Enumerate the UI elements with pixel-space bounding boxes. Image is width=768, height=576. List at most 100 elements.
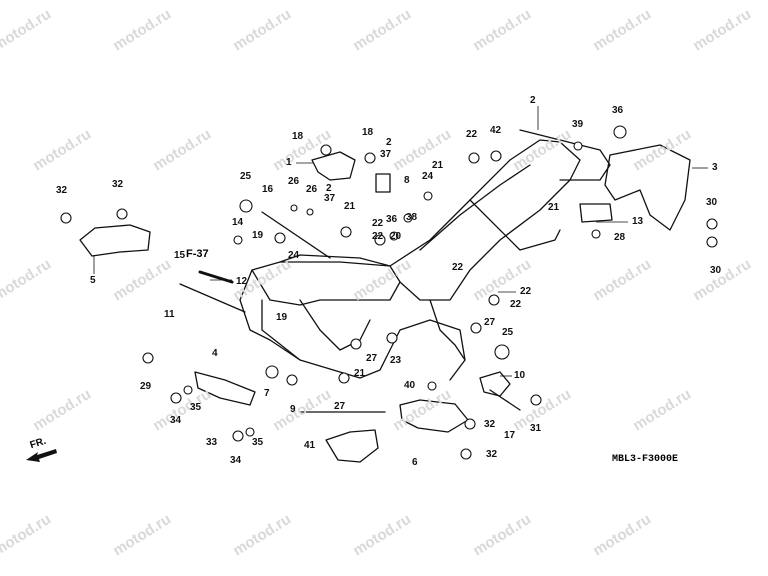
nut-27c	[338, 372, 350, 384]
bracket-41	[325, 429, 379, 463]
callout-label: 22	[520, 286, 532, 297]
bolt-26a	[290, 204, 298, 212]
callout-label: 10	[514, 370, 526, 381]
callout-label: 9	[290, 404, 296, 415]
callout-label: 24	[288, 250, 300, 261]
collar-7	[265, 365, 279, 379]
bolt-26b	[306, 208, 314, 216]
callout-label: 2	[530, 95, 536, 106]
callout-label: 27	[334, 401, 346, 412]
callout-label: 36	[612, 105, 624, 116]
subframe	[519, 129, 611, 181]
callout-label: 4	[212, 348, 218, 359]
callout-label: 26	[288, 176, 300, 187]
bolt-38	[403, 213, 413, 223]
frame-brace	[469, 199, 561, 251]
nut-19	[274, 232, 286, 244]
bolt-18b	[364, 152, 376, 164]
frame-down-tube	[239, 269, 301, 361]
callout-label: 35	[252, 437, 264, 448]
callout-label: 14	[232, 217, 244, 228]
bolt-29	[142, 352, 154, 364]
mount-13	[579, 203, 613, 223]
callout-label: 38	[406, 212, 418, 223]
collar-8	[375, 173, 391, 193]
callout-label: 23	[390, 355, 402, 366]
callout-label: 20	[390, 231, 402, 242]
callout-label: 19	[252, 230, 264, 241]
callout-label: 32	[112, 179, 124, 190]
frame-rear-spar	[389, 139, 581, 301]
nut-27b	[350, 338, 362, 350]
nut-40	[427, 381, 437, 391]
callout-label: 8	[404, 175, 410, 186]
bracket-10	[479, 371, 511, 397]
callout-label: 2	[326, 183, 332, 194]
bolt-32a	[60, 212, 72, 224]
bolt-25	[239, 199, 253, 213]
callout-label: 16	[262, 184, 274, 195]
plug-25	[494, 344, 510, 360]
callout-label: 26	[306, 184, 318, 195]
bracket-1	[311, 151, 356, 181]
callout-label: 40	[404, 380, 416, 391]
bracket-6	[399, 399, 469, 433]
nut-22a	[468, 152, 480, 164]
reference-label: F-37	[186, 248, 209, 260]
rod-12	[198, 270, 234, 284]
callout-label: 34	[230, 455, 242, 466]
callout-label: 21	[344, 201, 356, 212]
frame-left-spar	[251, 261, 401, 306]
callout-label: 18	[292, 131, 304, 142]
callout-label: 36	[386, 214, 398, 225]
callout-label: 31	[530, 423, 542, 434]
nut-32d	[460, 448, 472, 460]
nut-27a	[470, 322, 482, 334]
collar-9	[286, 374, 298, 386]
callout-label: 22	[466, 129, 478, 140]
callout-label: 34	[170, 415, 182, 426]
callout-label: 11	[164, 309, 175, 320]
callout-label: 32	[486, 449, 498, 460]
nut-32c	[464, 418, 476, 430]
callout-label: 7	[264, 388, 270, 399]
callout-label: 32	[484, 419, 496, 430]
callout-label: 15	[174, 250, 186, 261]
bolt-30b	[706, 236, 718, 248]
nut-21	[340, 226, 352, 238]
callout-label: 25	[240, 171, 252, 182]
callout-label: 13	[632, 216, 644, 227]
diagram-code: MBL3-F3000E	[612, 454, 679, 465]
callout-label: 33	[206, 437, 218, 448]
bolt-17	[489, 389, 521, 411]
callout-label: 22	[452, 262, 464, 273]
callout-label: 24	[422, 171, 434, 182]
callout-label: 21	[432, 160, 444, 171]
callout-label: 22	[510, 299, 522, 310]
callout-label: 35	[190, 402, 202, 413]
callout-label: 27	[366, 353, 378, 364]
frame-pivot	[429, 299, 466, 361]
nut-24	[423, 191, 433, 201]
bolt-15	[179, 283, 246, 313]
callout-label: 25	[502, 327, 514, 338]
seat-bracket	[604, 144, 691, 231]
callout-label: 21	[548, 202, 560, 213]
bolt-16	[261, 211, 331, 259]
callout-label: 39	[572, 119, 584, 130]
bolt-35a	[183, 385, 193, 395]
bolt-39	[573, 141, 583, 151]
callout-label: 27	[484, 317, 496, 328]
frame-gusset	[299, 299, 371, 351]
bolt-18a	[320, 144, 332, 156]
callout-label: 19	[276, 312, 288, 323]
nut-23	[386, 332, 398, 344]
callout-label: 21	[354, 368, 366, 379]
bolt-34a	[170, 392, 182, 404]
callout-label: 37	[380, 149, 392, 160]
callout-label: 37	[324, 193, 336, 204]
callout-label: 42	[490, 125, 502, 136]
pipe-4	[194, 371, 256, 406]
callout-label: 29	[140, 381, 152, 392]
